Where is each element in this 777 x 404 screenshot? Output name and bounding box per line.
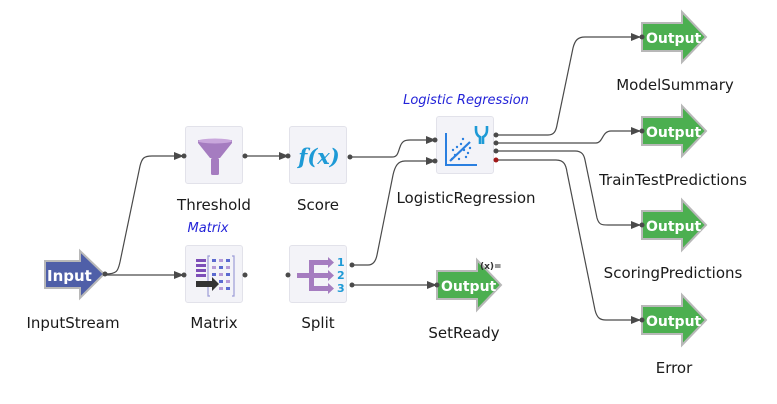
input-port[interactable] <box>639 222 645 228</box>
annotation-logistic-regression: Logistic Regression <box>403 93 529 108</box>
variable-marker-icon: (x)= <box>480 262 502 272</box>
label-threshold: Threshold <box>177 196 251 214</box>
node-traintestpredictions[interactable]: Output <box>639 103 708 159</box>
node-modelsummary[interactable]: Output <box>639 9 708 65</box>
output-arrow-icon <box>436 257 503 313</box>
matrix-icon <box>196 255 235 297</box>
node-score[interactable]: f(x) <box>289 126 347 184</box>
label-error: Error <box>655 359 693 377</box>
node-inputstream[interactable]: Input <box>44 248 108 301</box>
edge-lr-scoringpredictions[interactable] <box>496 150 641 229</box>
split-port-3-label: 3 <box>337 282 345 295</box>
label-inputstream: InputStream <box>26 314 120 332</box>
output-arrow-icon <box>641 9 708 65</box>
label-matrix: Matrix <box>190 314 238 332</box>
svg-text:f(x): f(x) <box>296 144 339 169</box>
funnel-icon <box>198 138 232 175</box>
node-setready[interactable]: Output (x)= <box>434 257 503 313</box>
output-badge: Output <box>646 219 702 235</box>
input-arrow-icon <box>44 248 106 301</box>
output-badge: Output <box>646 31 702 47</box>
output-badge: Output <box>441 279 497 295</box>
edge-lr-error[interactable] <box>496 159 641 324</box>
label-traintestpredictions: TrainTestPredictions <box>599 171 747 189</box>
input-port[interactable] <box>639 128 645 134</box>
annotation-matrix: Matrix <box>187 221 229 236</box>
input-port[interactable] <box>434 282 440 288</box>
input-port[interactable] <box>639 34 645 40</box>
output-arrow-icon <box>641 103 708 159</box>
edge-split-logisticregression[interactable] <box>352 157 436 266</box>
node-logisticregression[interactable] <box>436 116 494 174</box>
output-badge: Output <box>646 314 702 330</box>
node-matrix[interactable] <box>185 245 243 303</box>
label-modelsummary: ModelSummary <box>616 76 734 94</box>
regression-icon <box>445 126 489 166</box>
input-port[interactable] <box>639 317 645 323</box>
output-arrow-icon <box>641 292 708 348</box>
label-split: Split <box>301 314 335 332</box>
label-scoringpredictions: ScoringPredictions <box>603 264 743 282</box>
input-badge: Input <box>47 267 92 285</box>
split-icon: 1 2 3 <box>297 256 345 295</box>
label-logisticregression: LogisticRegression <box>396 189 536 207</box>
label-setready: SetReady <box>428 324 500 342</box>
node-scoringpredictions[interactable]: Output <box>639 197 708 253</box>
edge-lr-traintestpredictions[interactable] <box>496 127 641 144</box>
label-score: Score <box>296 196 340 214</box>
edge-lr-modelsummary[interactable] <box>496 33 641 136</box>
output-badge: Output <box>646 125 702 141</box>
node-split[interactable]: 1 2 3 <box>289 245 347 303</box>
edge-inputstream-threshold[interactable] <box>104 152 184 275</box>
function-icon: f(x) <box>296 144 339 169</box>
output-port[interactable] <box>102 271 108 277</box>
node-threshold[interactable] <box>185 126 243 184</box>
output-arrow-icon <box>641 197 708 253</box>
node-error[interactable]: Output <box>639 292 708 348</box>
split-port-2-label: 2 <box>337 269 345 282</box>
edge-score-logisticregression[interactable] <box>350 136 436 158</box>
split-port-1-label: 1 <box>337 256 345 269</box>
